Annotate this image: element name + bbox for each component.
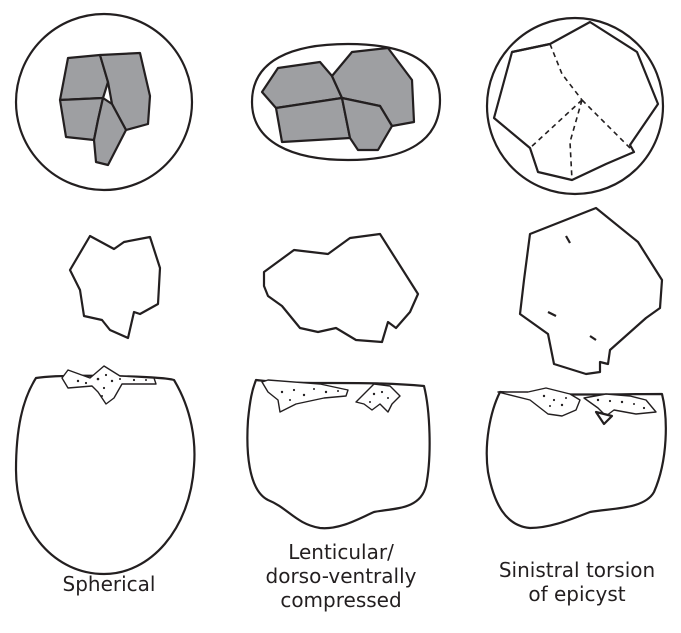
sinistral-plate-edge xyxy=(512,44,550,52)
spherical-plate-outline-shape xyxy=(70,236,160,338)
lenticular-label-line-1: Lenticular/ xyxy=(246,540,436,564)
spherical-lateral-view xyxy=(16,366,194,574)
spherical-lateral-outline xyxy=(16,376,194,574)
sinistral-label: Sinistral torsion of epicyst xyxy=(474,558,680,606)
lenticular-plate-outline-shape xyxy=(264,234,418,342)
spherical-apical-view xyxy=(16,14,192,190)
sinistral-suture-tick-2 xyxy=(548,312,556,316)
lenticular-label-line-2: dorso-ventrally xyxy=(246,564,436,588)
lenticular-lateral-outline xyxy=(247,380,429,528)
sinistral-suture-1 xyxy=(550,44,582,100)
spherical-label: Spherical xyxy=(18,572,200,596)
sinistral-plate-outline-shape xyxy=(520,208,662,374)
sinistral-label-line-2: of epicyst xyxy=(474,582,680,606)
sinistral-apical-plates xyxy=(494,22,658,180)
sinistral-suture-2 xyxy=(530,100,582,148)
sinistral-suture-4 xyxy=(582,100,634,152)
sinistral-suture-tick-1 xyxy=(566,236,570,243)
spherical-label-line-1: Spherical xyxy=(18,572,200,596)
lenticular-label-line-3: compressed xyxy=(246,588,436,612)
sinistral-label-line-1: Sinistral torsion xyxy=(474,558,680,582)
lenticular-plate-outline xyxy=(264,234,418,342)
sinistral-suture-3 xyxy=(570,100,582,180)
lenticular-apical-view xyxy=(252,44,440,160)
spherical-plate-outline xyxy=(70,236,160,338)
sinistral-apical-view xyxy=(487,18,663,194)
sinistral-suture-tick-3 xyxy=(590,336,596,340)
sinistral-plate-outline xyxy=(520,208,662,374)
lenticular-lateral-view xyxy=(247,380,429,528)
sinistral-lateral-view xyxy=(487,388,666,528)
spherical-plate-1 xyxy=(60,55,108,100)
lenticular-label: Lenticular/ dorso-ventrally compressed xyxy=(246,540,436,612)
